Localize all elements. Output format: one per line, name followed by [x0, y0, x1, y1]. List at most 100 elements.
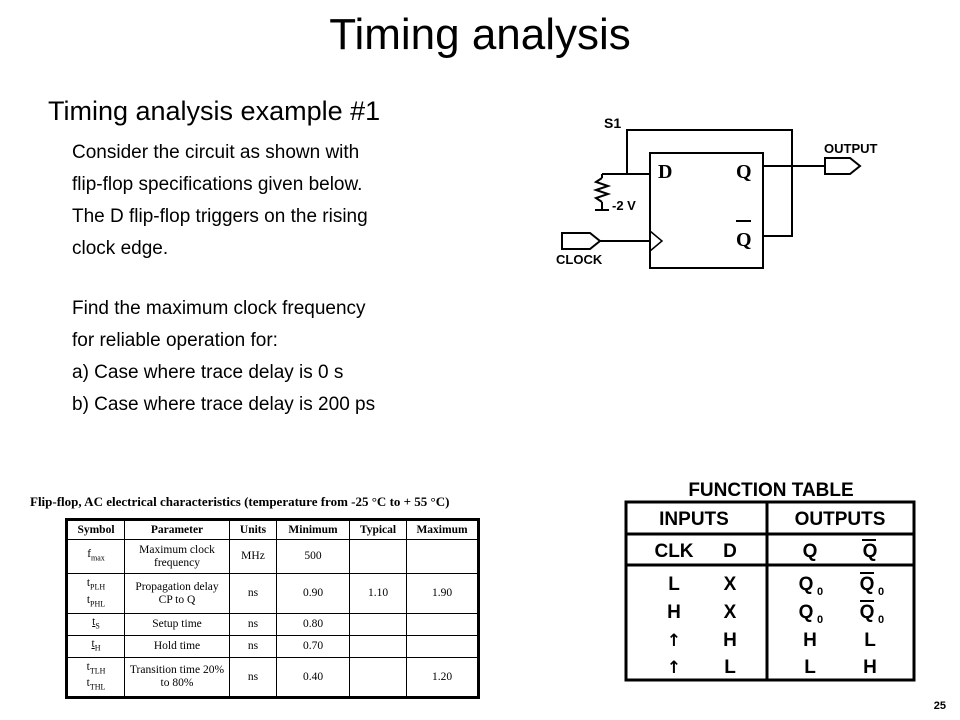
spec-header-cell: Parameter — [124, 519, 230, 540]
symbol-main: t — [86, 677, 90, 689]
rising-edge-icon: ↑ — [667, 658, 681, 678]
function-cell: Q — [799, 574, 814, 595]
spec-typical — [349, 657, 407, 698]
outputs-header: OUTPUTS — [795, 509, 886, 530]
spec-maximum — [406, 635, 479, 658]
function-cell: H — [863, 657, 877, 678]
spec-typical — [349, 635, 407, 658]
slide-title: Timing analysis — [329, 10, 631, 59]
spec-units: ns — [229, 635, 277, 658]
flip-flop-circuit-diagram: S1 OUTPUT D Q Q -2 V CLOCK — [556, 115, 878, 269]
function-cell-subscript: 0 — [817, 586, 823, 598]
function-cell: L — [804, 657, 816, 678]
spec-maximum: 1.20 — [406, 657, 479, 698]
col-d: D — [723, 541, 737, 562]
problem-text-line: for reliable operation for: — [72, 330, 278, 351]
problem-text-line: flip-flop specifications given below. — [72, 174, 363, 195]
table-row: fmax Maximum clock frequency MHz 500 — [66, 539, 479, 574]
spec-symbol: tH — [66, 635, 125, 658]
spec-parameter: Maximum clock frequency — [124, 539, 230, 574]
spec-minimum: 500 — [276, 539, 350, 574]
spec-units: ns — [229, 613, 277, 636]
label-s1: S1 — [604, 115, 621, 131]
symbol-subscript: max — [91, 553, 105, 563]
symbol-subscript: H — [94, 643, 101, 653]
label-q: Q — [736, 161, 752, 183]
spec-minimum: 0.90 — [276, 573, 350, 614]
function-cell: H — [723, 630, 737, 651]
problem-text-line: clock edge. — [72, 238, 169, 259]
spec-header-cell: Typical — [349, 519, 407, 540]
spec-parameter: Transition time 20% to 80% — [124, 657, 230, 698]
slide-subtitle: Timing analysis example #1 — [48, 96, 381, 126]
function-cell: H — [667, 602, 681, 623]
col-clk: CLK — [654, 541, 693, 562]
problem-text-line: Find the maximum clock frequency — [72, 298, 366, 319]
col-qbar: Q — [863, 541, 878, 562]
output-connector — [824, 157, 862, 175]
spec-table: Symbol Parameter Units Minimum Typical M… — [65, 518, 480, 699]
symbol-subscript: TLH — [89, 666, 106, 675]
function-cell: X — [724, 602, 737, 623]
function-cell: Q — [860, 602, 875, 623]
symbol-subscript: PLH — [90, 582, 106, 592]
function-cell: X — [724, 574, 737, 595]
function-cell: L — [724, 657, 736, 678]
spec-units: ns — [229, 573, 277, 614]
label-clock: CLOCK — [556, 252, 603, 267]
spec-header-cell: Minimum — [276, 519, 350, 540]
problem-text-line: b) Case where trace delay is 200 ps — [72, 394, 376, 415]
function-cell-subscript: 0 — [817, 614, 823, 626]
problem-text-line: The D flip-flop triggers on the rising — [72, 206, 368, 227]
spec-table-header-row: Symbol Parameter Units Minimum Typical M… — [66, 519, 479, 540]
label-voltage: -2 V — [612, 198, 636, 213]
problem-text-line: Consider the circuit as shown with — [72, 142, 360, 163]
spec-units: MHz — [229, 539, 277, 574]
spec-maximum — [406, 539, 479, 574]
spec-maximum: 1.90 — [406, 573, 479, 614]
symbol-main: t — [86, 593, 91, 606]
spec-typical — [349, 613, 407, 636]
rising-edge-icon: ↑ — [667, 631, 681, 651]
symbol-subscript: PHL — [90, 598, 106, 608]
feedback-wire — [626, 129, 793, 237]
symbol-main: t — [86, 577, 91, 590]
spec-parameter: Hold time — [124, 635, 230, 658]
spec-header-cell: Maximum — [406, 519, 479, 540]
label-d: D — [658, 161, 672, 183]
table-row: tS Setup time ns 0.80 — [66, 613, 479, 636]
symbol-main: t — [92, 616, 96, 629]
table-row: tH Hold time ns 0.70 — [66, 635, 479, 658]
function-cell: H — [803, 630, 817, 651]
col-q: Q — [803, 541, 818, 562]
spec-typical — [349, 539, 407, 574]
function-cell: L — [864, 630, 876, 651]
label-qbar: Q — [736, 229, 752, 251]
spec-symbol: fmax — [66, 539, 125, 574]
flip-flop-box — [649, 152, 764, 269]
spec-minimum: 0.70 — [276, 635, 350, 658]
spec-symbol: tS — [66, 613, 125, 636]
spec-minimum: 0.40 — [276, 657, 350, 698]
inputs-header: INPUTS — [659, 509, 729, 530]
symbol-subscript: THL — [89, 682, 106, 692]
symbol-main: f — [87, 548, 92, 561]
page-number: 25 — [933, 700, 946, 712]
resistor-symbol — [592, 177, 612, 203]
spec-units: ns — [229, 657, 277, 698]
function-cell: Q — [860, 574, 875, 595]
spec-header-cell: Symbol — [66, 519, 125, 540]
function-table-border — [624, 500, 916, 682]
function-table-title: FUNCTION TABLE — [688, 480, 853, 501]
function-cell-subscript: 0 — [878, 586, 884, 598]
symbol-subscript: S — [95, 621, 100, 631]
function-cell-subscript: 0 — [878, 614, 884, 626]
spec-minimum: 0.80 — [276, 613, 350, 636]
clock-edge-symbol — [649, 230, 664, 252]
spec-maximum — [406, 613, 479, 636]
symbol-main: t — [86, 660, 90, 673]
function-cell: L — [668, 574, 680, 595]
problem-text-line: a) Case where trace delay is 0 s — [72, 362, 344, 383]
